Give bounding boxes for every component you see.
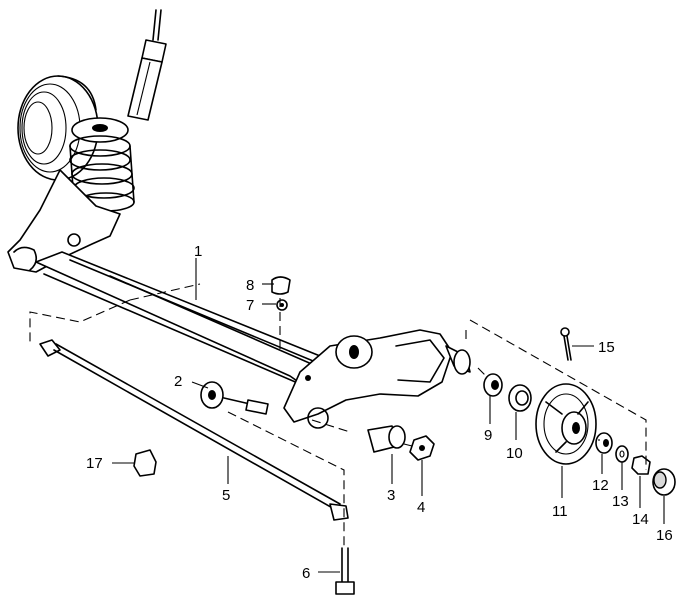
label-part-13: 13 [612, 493, 629, 510]
label-part-8: 8 [246, 277, 254, 294]
label-part-6: 6 [302, 565, 310, 582]
bushing-part-2 [200, 381, 269, 415]
bearing-part-12 [595, 432, 613, 454]
part-labels: 1 2 3 4 5 6 7 8 9 10 11 12 13 14 15 16 1… [86, 243, 673, 582]
label-part-17: 17 [86, 455, 103, 472]
label-part-5: 5 [222, 487, 230, 504]
brake-drum-part-11 [535, 383, 597, 465]
cotter-pin-part-15 [560, 327, 572, 361]
nut-part-8 [271, 276, 291, 295]
label-part-15: 15 [598, 339, 615, 356]
label-part-4: 4 [417, 499, 425, 516]
label-part-12: 12 [592, 477, 609, 494]
label-part-1: 1 [194, 243, 202, 260]
trailing-arm-right [283, 329, 453, 429]
label-part-14: 14 [632, 511, 649, 528]
washer-part-7 [276, 299, 288, 311]
coil-spring [69, 117, 135, 212]
spindle-stub [445, 345, 471, 375]
nut-part-4 [409, 435, 435, 461]
cap-part-16 [652, 468, 676, 496]
nut-part-14 [631, 455, 651, 475]
label-part-7: 7 [246, 297, 254, 314]
leader-lines [112, 258, 665, 573]
torsion-beam-axle [35, 251, 361, 391]
bearing-part-9 [483, 373, 503, 397]
label-part-2: 2 [174, 373, 182, 390]
label-part-9: 9 [484, 427, 492, 444]
bushing-part-17 [133, 449, 157, 477]
label-part-11: 11 [552, 503, 568, 520]
bushing-part-3 [367, 425, 406, 453]
washer-part-13 [615, 445, 629, 463]
assembly-dashed-lines [29, 283, 647, 548]
label-part-3: 3 [387, 487, 395, 504]
shock-absorber [127, 9, 167, 121]
bearing-part-10 [508, 384, 532, 412]
bolt-part-6 [335, 547, 355, 595]
panhard-rod-part-5 [39, 339, 349, 521]
label-part-10: 10 [506, 445, 523, 462]
label-part-16: 16 [656, 527, 673, 544]
